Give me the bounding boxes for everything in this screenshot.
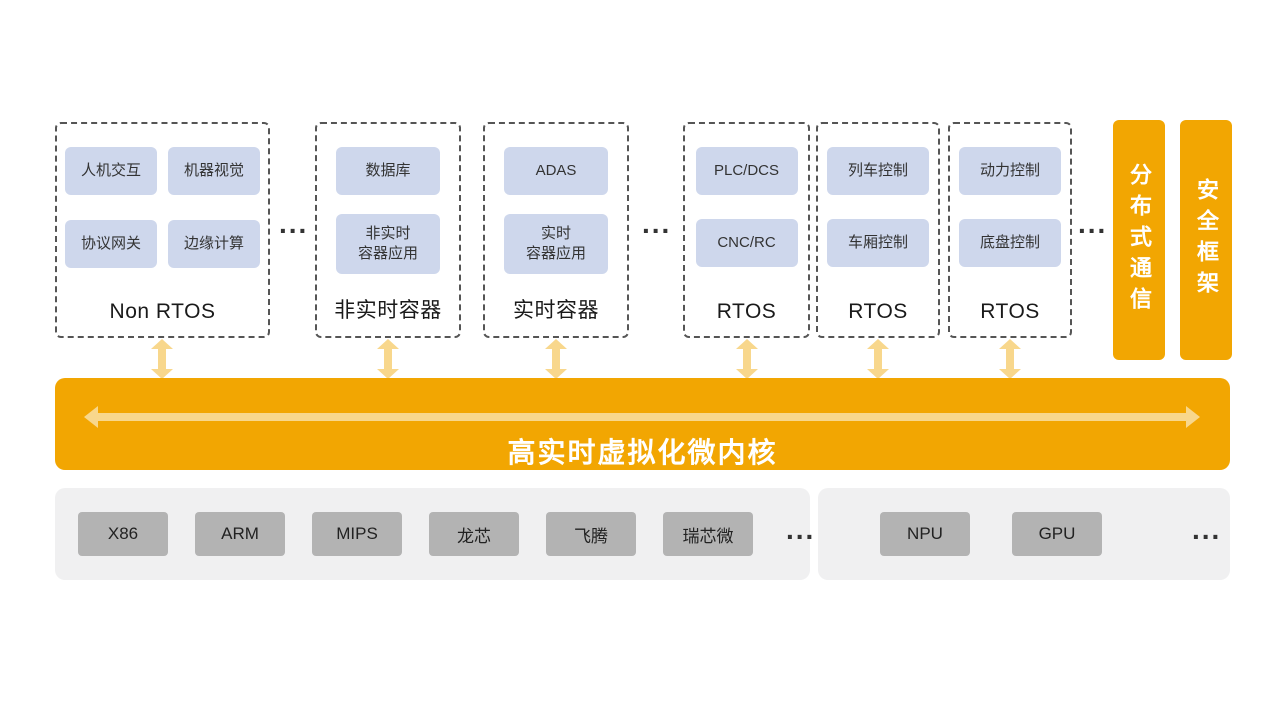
app-chip: CNC/RC <box>695 219 798 267</box>
double-arrow-icon <box>151 339 173 379</box>
hardware-chip: NPU <box>880 512 970 556</box>
ellipsis-more-groups: ... <box>1078 208 1108 239</box>
ellipsis-more-hardware: ... <box>1192 514 1222 545</box>
app-chip: 列车控制 <box>827 147 929 195</box>
hardware-chip: GPU <box>1012 512 1102 556</box>
double-arrow-icon <box>867 339 889 379</box>
os-group-label: RTOS <box>980 300 1040 323</box>
app-chip: 非实时 容器应用 <box>336 214 440 274</box>
os-group-label: 实时容器 <box>513 299 599 322</box>
hardware-chip: X86 <box>78 512 168 556</box>
hardware-chip: ARM <box>195 512 285 556</box>
app-chip: 实时 容器应用 <box>504 214 608 274</box>
microkernel-label: 高实时虚拟化微内核 <box>507 437 778 468</box>
cpu-hardware-panel: X86 ARM MIPS 龙芯 飞腾 瑞芯微 ... <box>55 488 813 580</box>
app-chip-column: 数据库 非实时 容器应用 <box>336 147 440 274</box>
hardware-chip: MIPS <box>312 512 402 556</box>
side-bar-label: 安全框架 <box>1194 178 1219 302</box>
horizontal-double-arrow-icon <box>84 406 1200 428</box>
os-group-rt-container: ADAS 实时 容器应用 实时容器 <box>483 122 629 338</box>
app-chip: ADAS <box>504 147 608 195</box>
os-group-rtos-plc: PLC/DCS CNC/RC RTOS <box>683 122 810 338</box>
accelerator-hardware-panel: NPU GPU ... <box>818 488 1230 580</box>
app-chip-column: ADAS 实时 容器应用 <box>504 147 608 274</box>
double-arrow-icon <box>736 339 758 379</box>
app-chip-column: 动力控制 底盘控制 <box>959 147 1061 267</box>
app-chip: 机器视觉 <box>168 147 260 195</box>
distributed-communication-bar: 分布式通信 <box>1113 120 1165 360</box>
app-chip-grid: 人机交互 机器视觉 协议网关 边缘计算 <box>65 147 260 268</box>
app-chip: PLC/DCS <box>695 147 798 195</box>
hardware-chip: 飞腾 <box>546 512 636 556</box>
app-chip: 动力控制 <box>959 147 1061 195</box>
os-group-nonrt-container: 数据库 非实时 容器应用 非实时容器 <box>315 122 461 338</box>
app-chip: 底盘控制 <box>959 219 1061 267</box>
app-chip: 协议网关 <box>65 220 157 268</box>
app-chip: 数据库 <box>336 147 440 195</box>
app-chip: 人机交互 <box>65 147 157 195</box>
ellipsis-more-groups: ... <box>279 208 309 239</box>
double-arrow-icon <box>545 339 567 379</box>
os-group-rtos-train: 列车控制 车厢控制 RTOS <box>816 122 940 338</box>
app-chip-column: 列车控制 车厢控制 <box>827 147 929 267</box>
os-group-label: 非实时容器 <box>334 299 442 322</box>
os-group-label: RTOS <box>848 300 908 323</box>
hardware-chip: 龙芯 <box>429 512 519 556</box>
security-framework-bar: 安全框架 <box>1180 120 1232 360</box>
app-chip-column: PLC/DCS CNC/RC <box>695 147 798 267</box>
app-chip: 边缘计算 <box>168 220 260 268</box>
microkernel-bar: 高实时虚拟化微内核 <box>55 378 1230 470</box>
double-arrow-icon <box>377 339 399 379</box>
double-arrow-icon <box>999 339 1021 379</box>
app-chip: 车厢控制 <box>827 219 929 267</box>
os-group-rtos-vehicle: 动力控制 底盘控制 RTOS <box>948 122 1072 338</box>
ellipsis-more-groups: ... <box>642 208 672 239</box>
os-group-non-rtos: 人机交互 机器视觉 协议网关 边缘计算 Non RTOS <box>55 122 270 338</box>
side-bar-label: 分布式通信 <box>1127 162 1152 318</box>
os-group-label: RTOS <box>716 300 777 323</box>
hardware-chip: 瑞芯微 <box>663 512 753 556</box>
os-group-label: Non RTOS <box>109 300 216 323</box>
ellipsis-more-hardware: ... <box>786 514 816 545</box>
